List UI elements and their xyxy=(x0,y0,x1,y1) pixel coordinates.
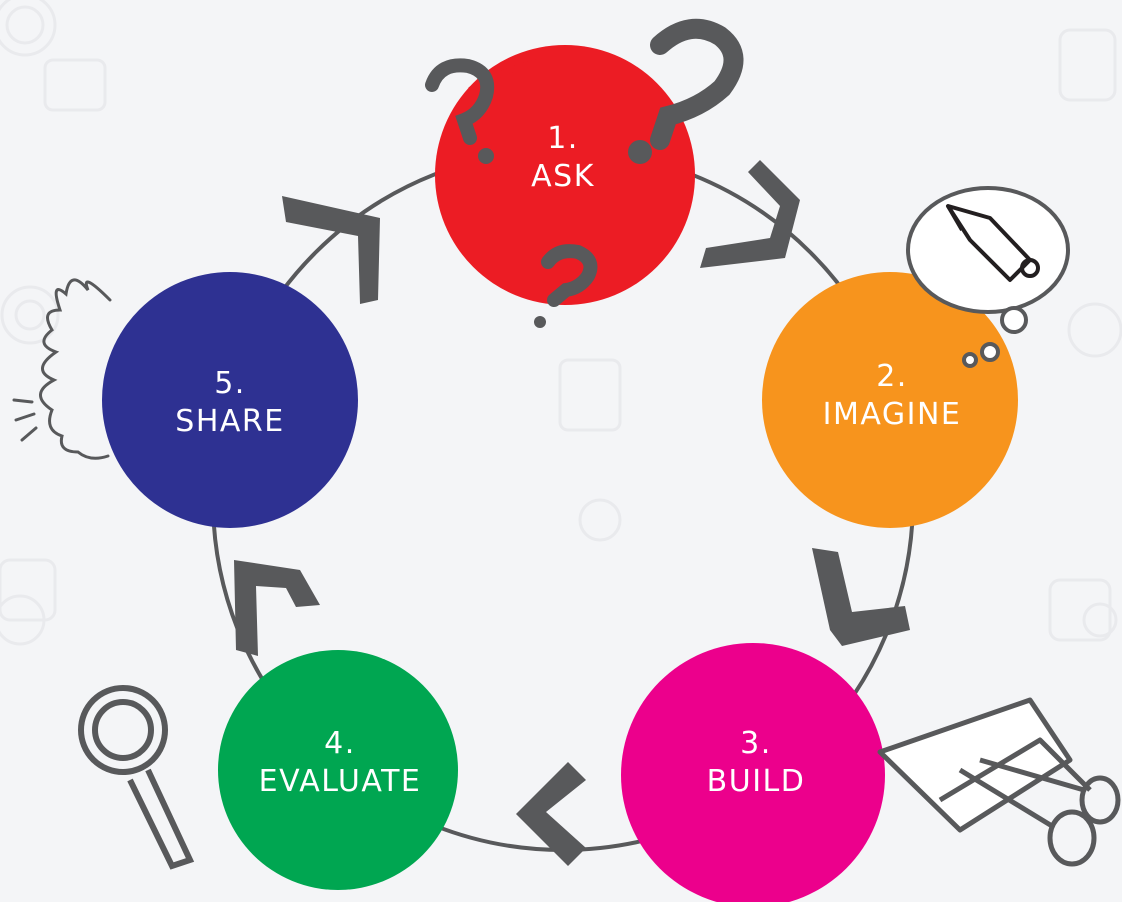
step-label-imagine: 2. IMAGINE xyxy=(823,358,962,434)
step-title: ASK xyxy=(531,159,595,194)
question-mark-dots xyxy=(478,140,652,328)
step-number: 5. xyxy=(214,366,246,401)
step-share xyxy=(102,272,358,528)
arrow-build-to-evaluate xyxy=(516,762,586,866)
step-label-build: 3. BUILD xyxy=(707,725,806,801)
question-mark-icon xyxy=(425,58,495,145)
pencil-icon xyxy=(946,204,1040,282)
question-mark-icon xyxy=(541,244,598,307)
arrow-imagine-to-build xyxy=(812,548,910,646)
step-title: BUILD xyxy=(706,764,806,799)
thought-bubble-icon xyxy=(906,186,1070,368)
shouting-head-icon xyxy=(12,278,112,460)
arrow-ask-to-imagine xyxy=(700,160,800,268)
step-label-evaluate: 4. EVALUATE xyxy=(259,725,422,801)
step-title: EVALUATE xyxy=(258,764,422,799)
step-imagine xyxy=(762,272,1018,528)
step-label-share: 5. SHARE xyxy=(175,365,284,441)
step-ask xyxy=(435,45,695,305)
arrow-evaluate-to-share xyxy=(234,560,320,656)
step-title: SHARE xyxy=(175,404,285,439)
step-number: 2. xyxy=(876,359,908,394)
step-number: 1. xyxy=(547,121,579,156)
step-evaluate xyxy=(218,650,458,890)
arrow-share-to-ask xyxy=(282,196,380,304)
step-number: 3. xyxy=(740,726,772,761)
step-build xyxy=(621,643,885,902)
scissors-icon xyxy=(877,697,1121,867)
magnifying-glass-icon xyxy=(78,685,195,870)
cycle-arrows xyxy=(234,160,910,866)
step-title: IMAGINE xyxy=(822,397,962,432)
question-mark-icons xyxy=(425,18,744,307)
step-number: 4. xyxy=(324,726,356,761)
question-mark-icon xyxy=(650,18,744,150)
step-label-ask: 1. ASK xyxy=(531,120,595,196)
